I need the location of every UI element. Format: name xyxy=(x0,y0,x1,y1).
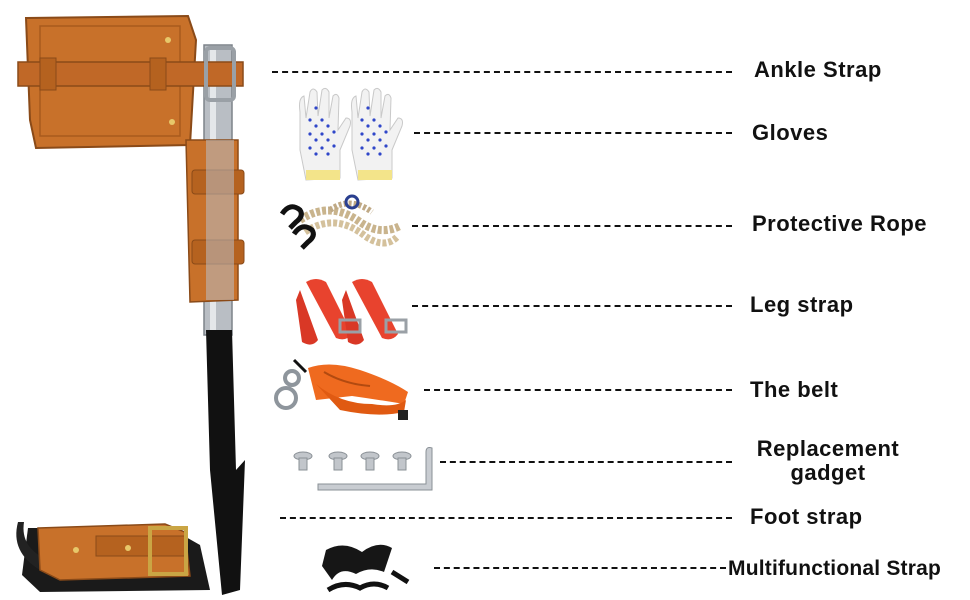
protective-rope-leader xyxy=(412,225,732,227)
multifunctional-strap-leader xyxy=(434,567,726,569)
ankle-strap-leader xyxy=(272,71,732,73)
replacement-gadget-leader xyxy=(440,461,732,463)
belt-label: The belt xyxy=(750,377,839,402)
foot-strap-label: Foot strap xyxy=(750,504,863,529)
protective-rope-label: Protective Rope xyxy=(752,211,927,236)
replacement-gadget-label-line1: Replacement xyxy=(756,436,900,461)
gloves-leader xyxy=(414,132,732,134)
climbing-spike-illustration xyxy=(16,14,245,595)
belt-leader xyxy=(424,389,732,391)
ankle-strap-label: Ankle Strap xyxy=(754,57,882,82)
replacement-gadget-label-line2: gadget xyxy=(790,460,866,485)
leg-strap-label: Leg strap xyxy=(750,292,854,317)
foot-strap-leader xyxy=(280,517,732,519)
gloves-label: Gloves xyxy=(752,120,829,145)
multifunctional-strap-label: Multifunctional Strap xyxy=(728,557,942,580)
leg-strap-leader xyxy=(412,305,732,307)
